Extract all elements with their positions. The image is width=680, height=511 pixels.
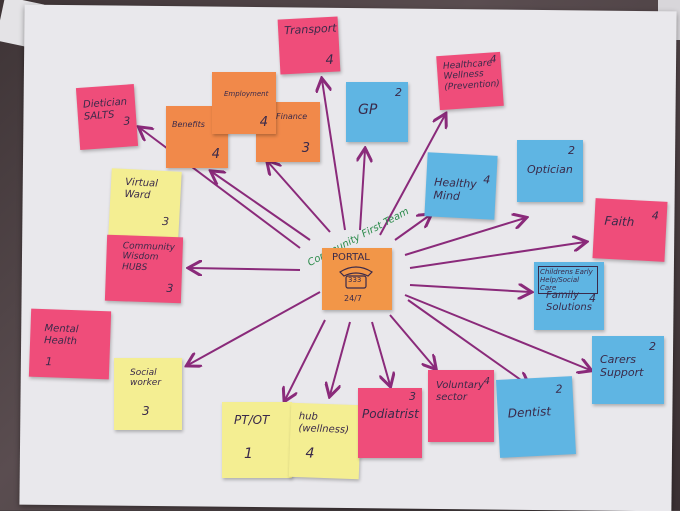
note-dietician: Dietician SALTS 3: [75, 84, 139, 150]
note-count: 4: [589, 292, 596, 305]
note-count: 3: [301, 141, 310, 156]
note-count: 2: [555, 382, 563, 396]
arrow-ptot: [285, 319, 326, 400]
note-label: Transport: [283, 21, 337, 38]
note-count: 3: [122, 114, 131, 128]
note-count: 4: [483, 173, 491, 187]
note-count: 4: [483, 376, 490, 387]
telephone-icon: [339, 266, 373, 289]
arrow-carers: [404, 294, 590, 370]
arrow-healthymind: [394, 215, 430, 241]
note-count: 4: [211, 147, 220, 162]
note-count: 4: [325, 52, 335, 69]
note-label: Podiatrist: [362, 407, 419, 421]
arrow-community: [190, 268, 301, 270]
note-label: GP: [358, 102, 378, 118]
note-count: 3: [142, 404, 150, 418]
arrow-faith: [409, 242, 585, 269]
note-podiatrist: Podiatrist 3: [358, 388, 422, 458]
note-subheading: Childrens Early Help/Social Care: [538, 266, 598, 295]
note-healthy-mind: Healthy Mind 4: [424, 152, 498, 220]
arrow-healthcare: [379, 115, 445, 236]
note-label: Community Wisdom HUBS: [121, 241, 176, 273]
note-family-solutions: Childrens Early Help/Social Care Family …: [534, 262, 604, 330]
note-pt-ot: PT/OT 1: [222, 402, 292, 478]
portal-number: 333: [348, 276, 362, 284]
note-label: Family Solutions: [546, 290, 592, 313]
arrow-transport: [322, 80, 346, 231]
note-count: 2: [395, 86, 402, 99]
note-virtual-ward: Virtual Ward 3: [108, 168, 182, 240]
note-count: 1: [45, 355, 53, 369]
note-count: 3: [166, 281, 174, 296]
arrow-employment: [268, 162, 331, 233]
portal-hours: 24/7: [344, 294, 362, 303]
arrow-benefits: [212, 172, 311, 241]
note-label: Virtual Ward: [124, 176, 159, 201]
note-count: 3: [409, 390, 416, 403]
note-mental-health: Mental Health 1: [28, 308, 112, 380]
note-voluntary-sector: Voluntary sector 4: [428, 370, 494, 442]
arrow-gp: [360, 150, 365, 231]
note-label: Benefits: [172, 120, 205, 129]
note-community-wisdom: Community Wisdom HUBS 3: [104, 234, 184, 304]
note-faith: Faith 4: [592, 198, 668, 262]
arrow-podiatrist: [371, 321, 390, 385]
note-label: Mental Health: [43, 323, 79, 347]
arrow-family: [409, 285, 530, 292]
note-employment: Employment 4: [212, 72, 276, 134]
note-count: 4: [259, 115, 268, 130]
note-count: 4: [651, 209, 660, 223]
note-transport: Transport 4: [277, 16, 341, 75]
note-label: Voluntary sector: [436, 380, 484, 403]
note-gp: GP 2: [346, 82, 408, 142]
note-label: Social worker: [130, 368, 162, 389]
note-count: 1: [244, 446, 253, 462]
note-label: Healthy Mind: [433, 175, 478, 203]
arrow-social: [188, 291, 321, 365]
note-count: 3: [161, 214, 170, 229]
note-label: Healthcare Wellness (Prevention): [442, 58, 501, 93]
arrow-voluntary: [389, 314, 435, 368]
portal-note: PORTAL 333 24/7: [322, 248, 392, 310]
note-count: 2: [568, 144, 575, 157]
note-count: 2: [649, 340, 656, 353]
arrow-optician: [404, 218, 525, 256]
note-label: Dentist: [507, 404, 552, 421]
note-hub-wellness: hub (wellness) 4: [288, 402, 362, 480]
note-social-worker: Social worker 3: [114, 358, 182, 430]
note-label: Optician: [527, 163, 573, 176]
note-label: hub (wellness): [298, 411, 350, 436]
note-count: 4: [489, 54, 497, 66]
arrow-dentist: [407, 299, 528, 385]
note-label: Employment: [224, 90, 269, 98]
note-label: Carers Support: [600, 353, 644, 379]
note-optician: Optician 2: [517, 140, 583, 202]
note-healthcare-wellness: Healthcare Wellness (Prevention) 4: [436, 51, 504, 111]
note-label: Finance: [276, 112, 308, 121]
note-carers-support: Carers Support 2: [592, 336, 664, 404]
note-label: PT/OT: [234, 413, 270, 427]
note-count: 4: [305, 445, 315, 462]
portal-title: PORTAL: [332, 252, 370, 263]
arrow-hub: [330, 321, 351, 395]
note-dentist: Dentist 2: [496, 376, 576, 458]
